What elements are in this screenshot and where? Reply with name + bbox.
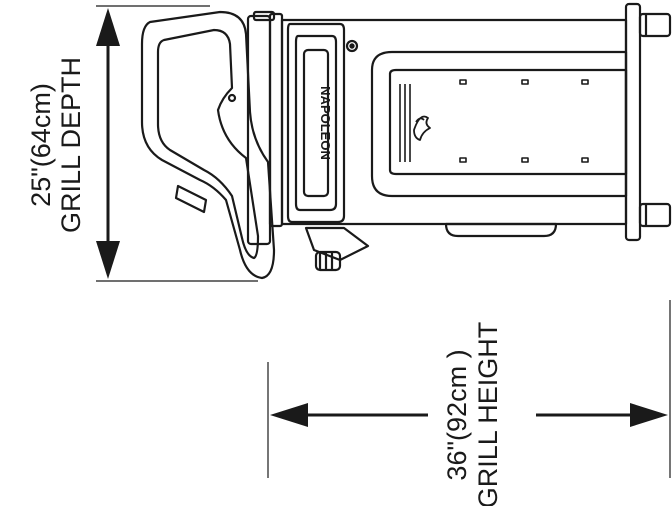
drip-tray: [444, 222, 558, 238]
depth-measure-text: 25"(64cm): [26, 83, 56, 207]
flame-logo-icon: [413, 115, 431, 141]
lid-rivets: [459, 79, 589, 163]
height-dimension: 36"(92cm ) GRILL HEIGHT: [267, 300, 671, 506]
side-handle: [140, 10, 276, 280]
lid-emblem-plate: [302, 48, 330, 198]
handle-bolt-icon: [227, 93, 237, 103]
lid-temperature-gauge-icon: [345, 39, 359, 53]
depth-dimension: 25"(64cm) GRILL DEPTH: [26, 5, 258, 282]
lid-vent-slots: [399, 84, 411, 162]
depth-arrow-head-top: [96, 8, 120, 46]
height-arrow-head-left: [270, 403, 308, 427]
lid-nose-panel: [286, 22, 346, 224]
control-knob-icon: [304, 226, 370, 272]
height-label-text: GRILL HEIGHT: [473, 322, 503, 506]
height-measure-text: 36"(92cm ): [442, 349, 472, 480]
lid-emblem-text: NAPOLEON: [318, 86, 333, 160]
lid-handle-recess: [294, 34, 338, 212]
grill-drawing: NAPOLEON: [140, 2, 672, 280]
height-arrow-head-right: [630, 403, 668, 427]
handle-bracket: [174, 184, 208, 214]
depth-arrow-head-bottom: [96, 241, 120, 279]
depth-label-text: GRILL DEPTH: [56, 57, 86, 233]
right-end-bracket: [624, 2, 672, 242]
grill-lid: NAPOLEON: [280, 18, 628, 226]
